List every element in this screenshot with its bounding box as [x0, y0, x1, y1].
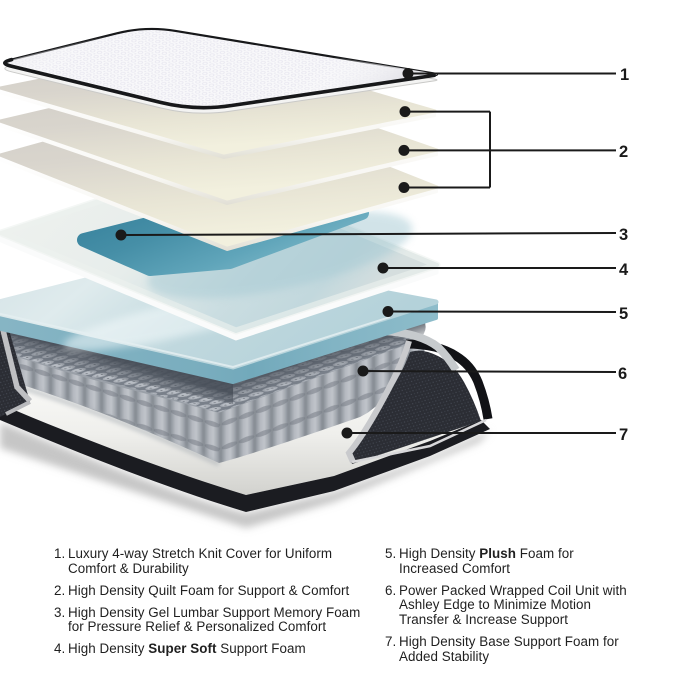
- svg-text:5: 5: [619, 305, 628, 323]
- svg-text:7: 7: [619, 426, 628, 444]
- svg-text:6: 6: [618, 365, 627, 383]
- svg-text:4: 4: [619, 261, 629, 279]
- svg-text:2: 2: [619, 143, 628, 161]
- svg-text:1: 1: [620, 66, 629, 84]
- svg-text:3: 3: [619, 226, 628, 244]
